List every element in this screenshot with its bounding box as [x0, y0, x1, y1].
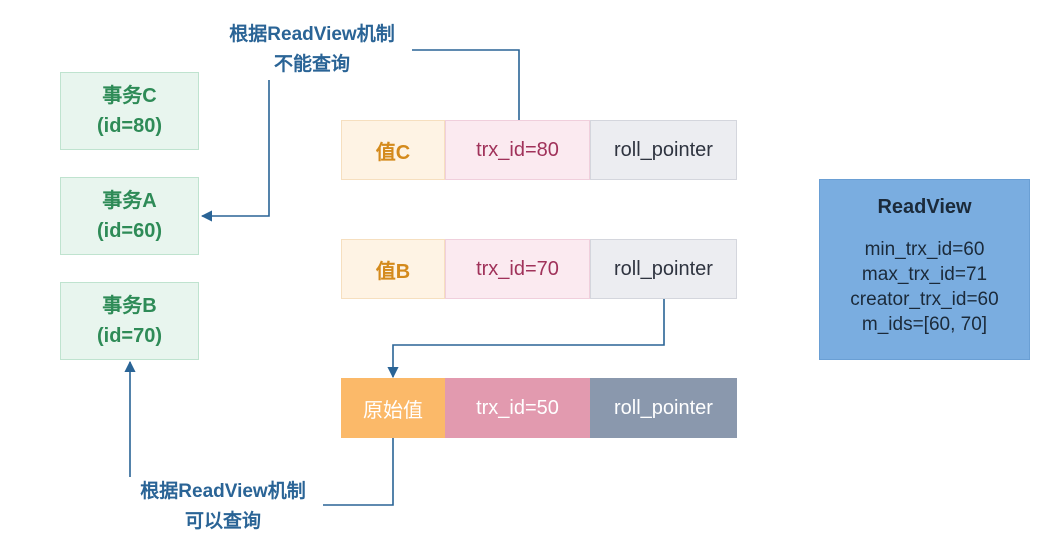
version-b-trx-id: trx_id=70 — [445, 239, 590, 299]
transaction-a: 事务A (id=60) — [60, 177, 199, 255]
version-b-roll-pointer: roll_pointer — [590, 239, 737, 299]
annotation-top: 根据ReadView机制 不能查询 — [212, 20, 412, 80]
readview-min-trx-id: min_trx_id=60 — [864, 239, 985, 260]
version-c-roll-pointer: roll_pointer — [590, 120, 737, 180]
version-original-trx-id: trx_id=50 — [445, 378, 590, 438]
transaction-a-id: (id=60) — [96, 220, 163, 242]
readview-title: ReadView — [877, 196, 972, 218]
transaction-c: 事务C (id=80) — [60, 72, 199, 150]
readview-fields: min_trx_id=60 max_trx_id=71 creator_trx_… — [820, 237, 1029, 337]
transaction-b-name: 事务B — [102, 295, 157, 317]
transaction-a-name: 事务A — [102, 190, 157, 212]
transaction-c-id: (id=80) — [96, 115, 163, 137]
annotation-bottom-line2: 可以查询 — [184, 511, 261, 532]
version-c-value: 值C — [341, 120, 445, 180]
version-b-value: 值B — [341, 239, 445, 299]
transaction-b-id: (id=70) — [96, 325, 163, 347]
annotation-top-line1: 根据ReadView机制 — [229, 24, 395, 45]
readview-m-ids: m_ids=[60, 70] — [861, 314, 988, 335]
version-original-value: 原始值 — [341, 378, 445, 438]
transaction-c-name: 事务C — [102, 85, 157, 107]
annotation-bottom: 根据ReadView机制 可以查询 — [123, 477, 323, 537]
readview-max-trx-id: max_trx_id=71 — [861, 264, 988, 285]
arrow-rollpointer-to-original — [387, 298, 665, 379]
readview-box: ReadView min_trx_id=60 max_trx_id=71 cre… — [819, 179, 1030, 360]
transaction-b: 事务B (id=70) — [60, 282, 199, 360]
annotation-top-line2: 不能查询 — [273, 54, 350, 75]
readview-creator-trx-id: creator_trx_id=60 — [850, 289, 999, 310]
version-original-roll-pointer: roll_pointer — [590, 378, 737, 438]
annotation-bottom-line1: 根据ReadView机制 — [140, 481, 306, 502]
version-c-trx-id: trx_id=80 — [445, 120, 590, 180]
